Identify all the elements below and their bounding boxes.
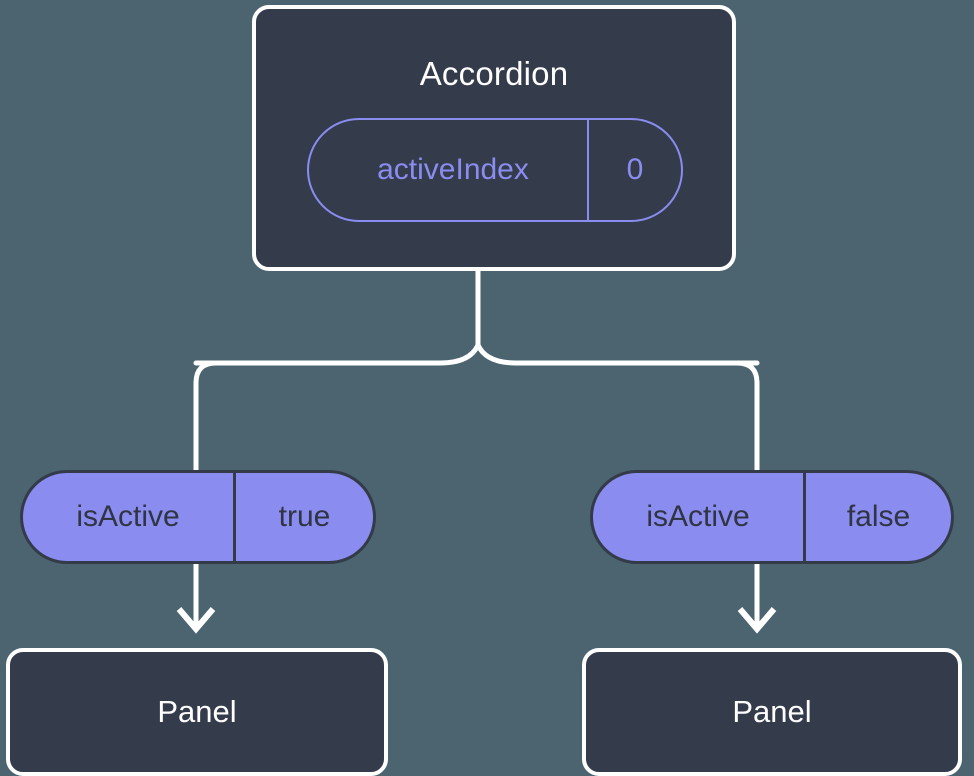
state-pill-value: 0 bbox=[587, 120, 681, 220]
connector-split-junction bbox=[193, 342, 760, 366]
prop-pill-right-key: isActive bbox=[646, 500, 750, 533]
state-pill-key: activeIndex bbox=[377, 153, 529, 186]
state-pill-activeindex[interactable]: activeIndex 0 bbox=[307, 118, 683, 222]
node-panel-left[interactable]: Panel bbox=[6, 648, 388, 776]
panel-left-title: Panel bbox=[157, 694, 237, 729]
connector-left-branch bbox=[193, 360, 219, 475]
accordion-title: Accordion bbox=[419, 55, 569, 92]
prop-pill-left-value: true bbox=[233, 473, 373, 561]
connector-right-branch bbox=[734, 360, 760, 475]
prop-pill-left-key: isActive bbox=[76, 500, 180, 533]
prop-pill-right-value: false bbox=[803, 473, 951, 561]
panel-right-title: Panel bbox=[732, 694, 812, 729]
prop-pill-left-isactive[interactable]: isActive true bbox=[20, 470, 376, 564]
node-panel-right[interactable]: Panel bbox=[582, 648, 962, 776]
connector-right-arrowhead bbox=[737, 607, 777, 634]
connector-left-arrowhead bbox=[176, 607, 216, 634]
prop-pill-right-isactive[interactable]: isActive false bbox=[590, 470, 954, 564]
